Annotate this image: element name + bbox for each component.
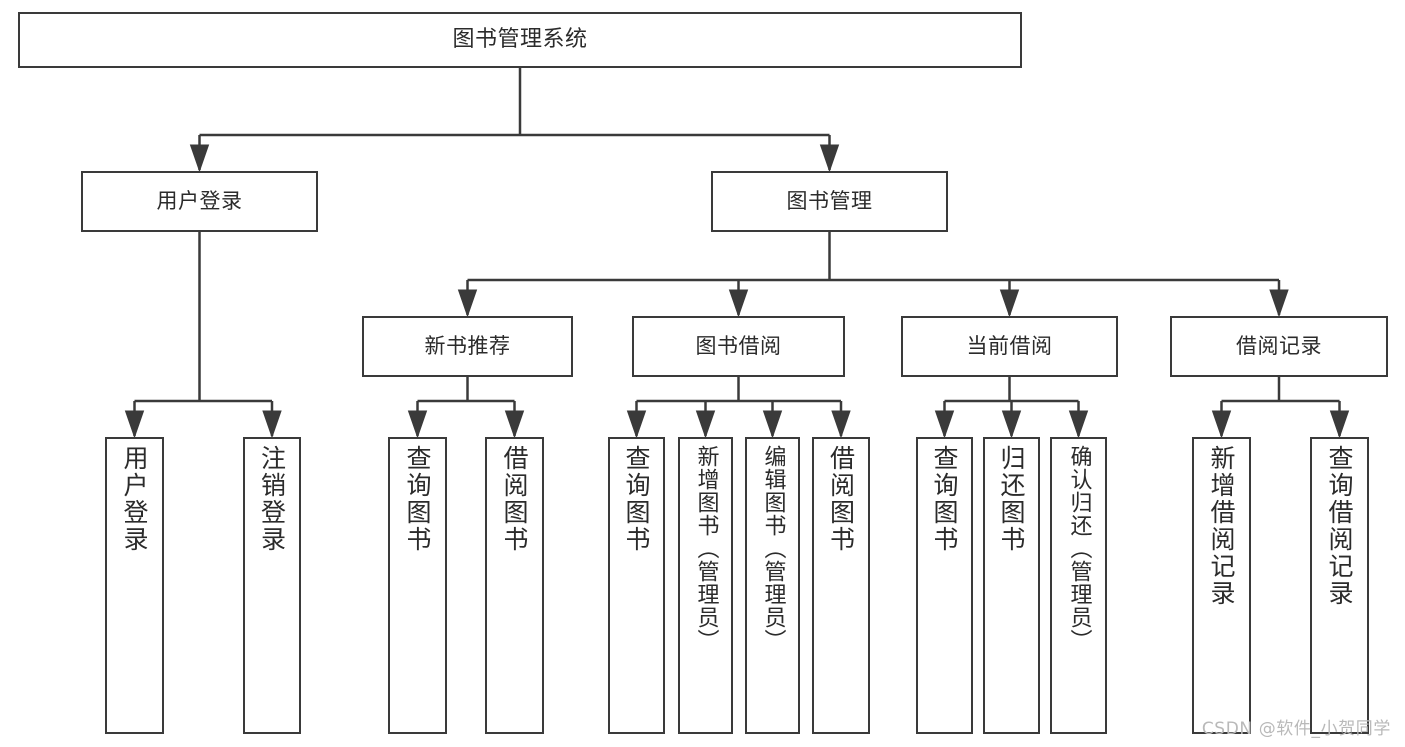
node-leaf-confirm-return[interactable]: 确认归还（管理员） [1050,437,1107,734]
node-label: 图书管理 [786,188,873,213]
node-current-borrow[interactable]: 当前借阅 [901,316,1118,377]
node-leaf-logout[interactable]: 注销登录 [243,437,301,734]
node-label: 借阅图书 [826,445,856,553]
node-root[interactable]: 图书管理系统 [18,12,1022,68]
arrowhead-leaf-edit-book [762,410,783,439]
arrowhead-user-login [189,144,210,173]
node-label: 查询图书 [930,445,959,553]
node-leaf-return-book[interactable]: 归还图书 [983,437,1040,734]
arrowhead-book-manage [819,144,840,173]
arrowhead-leaf-query-record [1329,410,1350,439]
csdn-watermark: CSDN @软件_小贺同学 [1201,719,1391,739]
node-leaf-query-book-1[interactable]: 查询图书 [388,437,447,734]
node-label: 新增借阅记录 [1207,445,1236,607]
arrowhead-leaf-logout [262,410,282,439]
node-borrow-record[interactable]: 借阅记录 [1170,316,1388,377]
node-leaf-query-book-3[interactable]: 查询图书 [916,437,973,734]
node-leaf-add-record[interactable]: 新增借阅记录 [1192,437,1251,734]
node-label: 注销登录 [257,445,287,553]
node-leaf-user-login[interactable]: 用户登录 [105,437,164,734]
arrowhead-leaf-return-book [1001,410,1022,439]
node-book-borrow[interactable]: 图书借阅 [632,316,845,377]
node-label: 借阅记录 [1236,333,1322,358]
arrowhead-leaf-confirm-return [1068,410,1089,439]
node-label: 归还图书 [997,445,1026,553]
node-label: 当前借阅 [966,333,1053,358]
arrowhead-borrow-record [1269,289,1289,318]
node-new-book-rec[interactable]: 新书推荐 [362,316,573,377]
node-label: 图书管理系统 [452,26,588,52]
node-user-login[interactable]: 用户登录 [81,171,318,232]
arrowhead-leaf-borrow-book-2 [831,410,851,439]
node-label: 确认归还（管理员） [1066,445,1092,652]
node-leaf-add-book[interactable]: 新增图书（管理员） [678,437,733,734]
arrowhead-new-book-rec [457,289,478,318]
node-book-manage[interactable]: 图书管理 [711,171,948,232]
node-label: 查询图书 [403,445,432,553]
node-leaf-borrow-book-1[interactable]: 借阅图书 [485,437,544,734]
arrowhead-leaf-query-book-1 [407,410,428,439]
node-leaf-query-book-2[interactable]: 查询图书 [608,437,665,734]
node-leaf-borrow-book-2[interactable]: 借阅图书 [812,437,870,734]
arrowhead-book-borrow [728,289,749,318]
arrowhead-leaf-query-book-3 [934,410,955,439]
node-label: 图书借阅 [695,333,782,358]
arrowhead-leaf-query-book-2 [626,410,647,439]
arrowhead-leaf-add-book [695,410,716,439]
node-label: 编辑图书（管理员） [760,445,786,652]
node-leaf-query-record[interactable]: 查询借阅记录 [1310,437,1369,734]
node-label: 借阅图书 [500,445,529,553]
arrowhead-leaf-borrow-book-1 [504,410,525,439]
node-label: 新增图书（管理员） [693,445,719,652]
arrowhead-current-borrow [999,289,1020,318]
node-label: 新书推荐 [424,333,511,358]
arrowhead-leaf-add-record [1211,410,1232,439]
node-label: 查询图书 [622,445,651,553]
node-leaf-edit-book[interactable]: 编辑图书（管理员） [745,437,800,734]
node-label: 用户登录 [120,445,149,553]
node-label: 用户登录 [156,188,243,213]
arrowhead-leaf-user-login [124,410,145,439]
node-label: 查询借阅记录 [1325,445,1354,607]
